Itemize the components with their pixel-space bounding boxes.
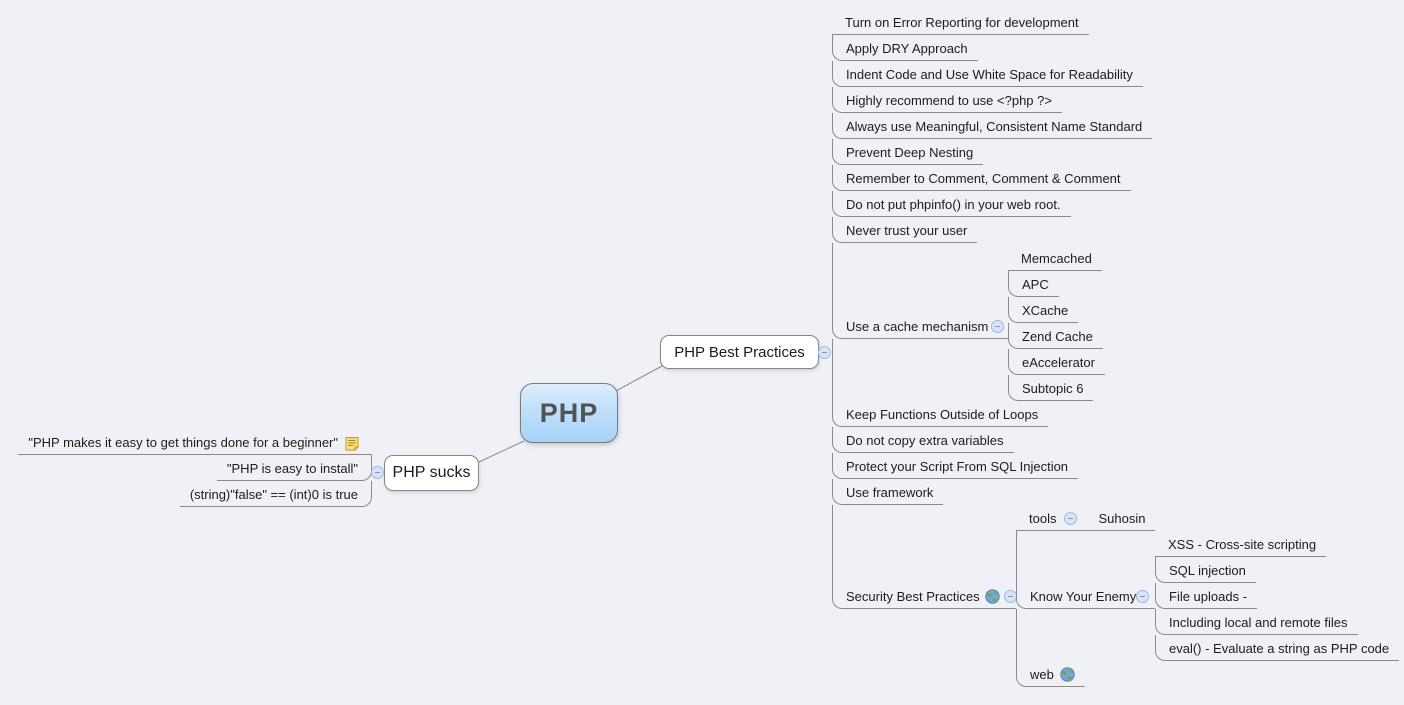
- topic-easy-to-install[interactable]: "PHP is easy to install": [216, 455, 372, 481]
- root-topic-label: PHP: [539, 397, 599, 428]
- topic-use-framework[interactable]: Use framework: [832, 479, 944, 505]
- topic-label: Do not copy extra variables: [846, 433, 1004, 448]
- topic-label: XSS - Cross-site scripting: [1168, 537, 1317, 552]
- topic-label: XCache: [1022, 303, 1069, 318]
- topic-label: PHP Best Practices: [674, 343, 805, 361]
- topic-apc[interactable]: APC: [1008, 271, 1059, 297]
- topic-label: PHP sucks: [392, 464, 471, 481]
- topic-copy-variables[interactable]: Do not copy extra variables: [832, 427, 1014, 453]
- topic-php-best-practices[interactable]: PHP Best Practices: [660, 335, 819, 369]
- notes-icon[interactable]: [345, 436, 360, 452]
- topic-subtopic-6[interactable]: Subtopic 6: [1008, 375, 1094, 401]
- topic-file-uploads[interactable]: File uploads -: [1155, 583, 1258, 609]
- topic-nesting[interactable]: Prevent Deep Nesting: [832, 139, 984, 165]
- topic-label: Know Your Enemy: [1030, 589, 1137, 604]
- topic-indent[interactable]: Indent Code and Use White Space for Read…: [832, 61, 1143, 87]
- collapse-icon[interactable]: [991, 320, 1004, 333]
- topic-cache-mechanism[interactable]: Use a cache mechanism: [832, 243, 1008, 339]
- topic-php-tags[interactable]: Highly recommend to use <?php ?>: [832, 87, 1062, 113]
- topic-phpinfo[interactable]: Do not put phpinfo() in your web root.: [832, 191, 1071, 217]
- topic-string-false[interactable]: (string)"false" == (int)0 is true: [179, 481, 372, 507]
- topic-label: File uploads -: [1169, 589, 1248, 604]
- topic-label: Always use Meaningful, Consistent Name S…: [846, 119, 1143, 134]
- topic-web[interactable]: web: [1016, 609, 1085, 687]
- topic-label: Remember to Comment, Comment & Comment: [846, 171, 1121, 186]
- topic-label: "PHP makes it easy to get things done fo…: [28, 435, 338, 450]
- topic-label: Keep Functions Outside of Loops: [846, 407, 1039, 422]
- topic-suhosin-label[interactable]: Suhosin: [1098, 511, 1146, 526]
- topic-remote-files[interactable]: Including local and remote files: [1155, 609, 1358, 635]
- topic-label: Highly recommend to use <?php ?>: [846, 93, 1052, 108]
- collapse-icon[interactable]: [371, 466, 384, 479]
- topic-label: Security Best Practices: [846, 589, 980, 604]
- topic-label: (string)"false" == (int)0 is true: [189, 487, 358, 502]
- topic-label: APC: [1022, 277, 1049, 292]
- topic-never-trust[interactable]: Never trust your user: [832, 217, 978, 243]
- topic-memcached[interactable]: Memcached: [1008, 245, 1102, 271]
- root-topic-php[interactable]: PHP: [520, 383, 618, 443]
- topic-dry[interactable]: Apply DRY Approach: [832, 35, 978, 61]
- topic-label: Do not put phpinfo() in your web root.: [846, 197, 1061, 212]
- topic-security-best-practices[interactable]: Security Best Practices: [832, 505, 1017, 609]
- topic-label: Never trust your user: [846, 223, 968, 238]
- topic-label: SQL injection: [1169, 563, 1246, 578]
- topic-label: eval() - Evaluate a string as PHP code: [1169, 641, 1390, 656]
- topic-php-sucks[interactable]: PHP sucks: [384, 455, 479, 491]
- topic-label: web: [1030, 667, 1054, 682]
- topic-easy-for-beginner[interactable]: "PHP makes it easy to get things done fo…: [18, 429, 372, 455]
- topic-label: Prevent Deep Nesting: [846, 145, 974, 160]
- topic-xss[interactable]: XSS - Cross-site scripting: [1155, 531, 1327, 557]
- globe-icon: [1060, 667, 1075, 682]
- topic-label: Memcached: [1021, 251, 1092, 266]
- topic-eaccelerator[interactable]: eAccelerator: [1008, 349, 1105, 375]
- topic-label: tools: [1029, 511, 1057, 526]
- topic-label: Turn on Error Reporting for development: [845, 15, 1079, 30]
- topic-label: Indent Code and Use White Space for Read…: [846, 67, 1133, 82]
- globe-icon: [984, 589, 1000, 604]
- collapse-icon[interactable]: [1003, 590, 1017, 603]
- collapse-icon[interactable]: [1136, 590, 1150, 603]
- collapse-icon[interactable]: [818, 346, 831, 359]
- topic-sql-injection-protect[interactable]: Protect your Script From SQL Injection: [832, 453, 1079, 479]
- topic-functions-loops[interactable]: Keep Functions Outside of Loops: [832, 339, 1049, 427]
- topic-label: Use a cache mechanism: [846, 319, 989, 334]
- topic-naming[interactable]: Always use Meaningful, Consistent Name S…: [832, 113, 1153, 139]
- topic-sql-injection[interactable]: SQL injection: [1155, 557, 1256, 583]
- collapse-icon[interactable]: [1064, 512, 1078, 525]
- topic-comment[interactable]: Remember to Comment, Comment & Comment: [832, 165, 1131, 191]
- topic-label: Subtopic 6: [1022, 381, 1084, 396]
- topic-label: Including local and remote files: [1169, 615, 1348, 630]
- topic-error-reporting[interactable]: Turn on Error Reporting for development: [832, 9, 1089, 35]
- topic-know-your-enemy[interactable]: Know Your Enemy: [1016, 531, 1155, 609]
- topic-tools[interactable]: tools Suhosin: [1016, 505, 1156, 531]
- topic-label: "PHP is easy to install": [226, 461, 358, 476]
- topic-label: Use framework: [846, 485, 934, 500]
- topic-eval[interactable]: eval() - Evaluate a string as PHP code: [1155, 635, 1400, 661]
- topic-label: Apply DRY Approach: [846, 41, 968, 56]
- topic-label: Protect your Script From SQL Injection: [846, 459, 1069, 474]
- topic-label: eAccelerator: [1022, 355, 1095, 370]
- topic-xcache[interactable]: XCache: [1008, 297, 1079, 323]
